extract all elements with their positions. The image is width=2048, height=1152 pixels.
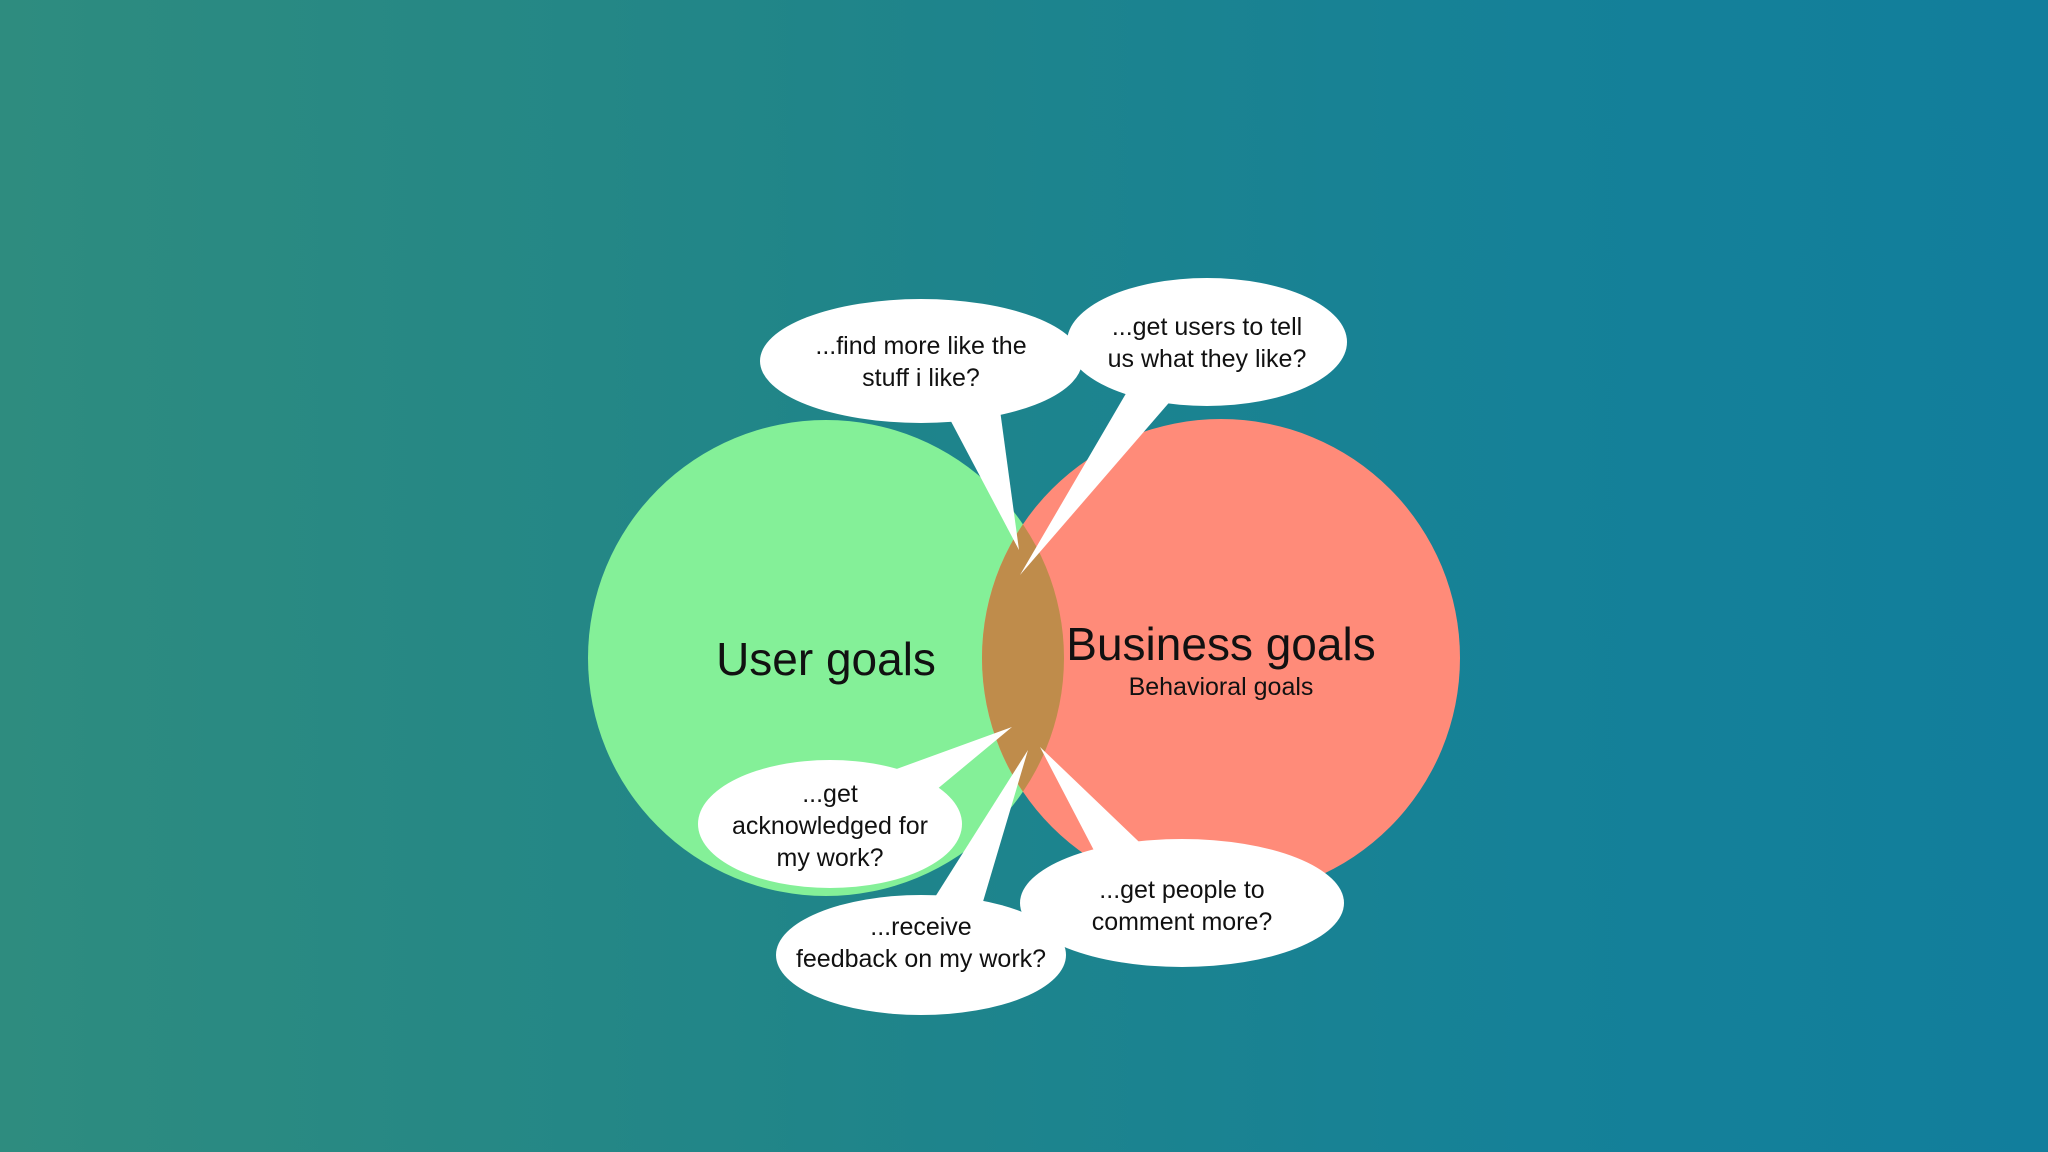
bubble-line: my work? xyxy=(777,844,884,872)
bubble-line: comment more? xyxy=(1092,908,1273,936)
speech-bubble-acknowledged: ...get acknowledged for my work? xyxy=(698,727,1012,888)
bubble-line: acknowledged for xyxy=(732,812,928,840)
user-goals-label: User goals xyxy=(716,633,936,685)
bubble-line: ...get xyxy=(802,780,858,808)
bubble-line: ...get people to xyxy=(1099,876,1264,904)
business-goals-circle xyxy=(982,419,1460,897)
speech-bubble-find-more: ...find more like the stuff i like? xyxy=(760,299,1082,550)
behavioral-goals-label: Behavioral goals xyxy=(1129,673,1314,701)
bubble-line: ...receive xyxy=(870,913,971,941)
speech-bubble-receive-feedback: ...receive feedback on my work? xyxy=(776,750,1066,1015)
business-goals-label: Business goals xyxy=(1066,618,1375,670)
bubble-line: feedback on my work? xyxy=(796,945,1046,973)
bubble-line: ...get users to tell xyxy=(1112,313,1302,341)
speech-bubble-get-users: ...get users to tell us what they like? xyxy=(1020,278,1347,575)
bubble-line: us what they like? xyxy=(1108,345,1307,373)
speech-bubble-get-people: ...get people to comment more? xyxy=(1020,747,1344,967)
bubble-line: stuff i like? xyxy=(862,364,980,392)
bubble-line: ...find more like the xyxy=(815,332,1026,360)
